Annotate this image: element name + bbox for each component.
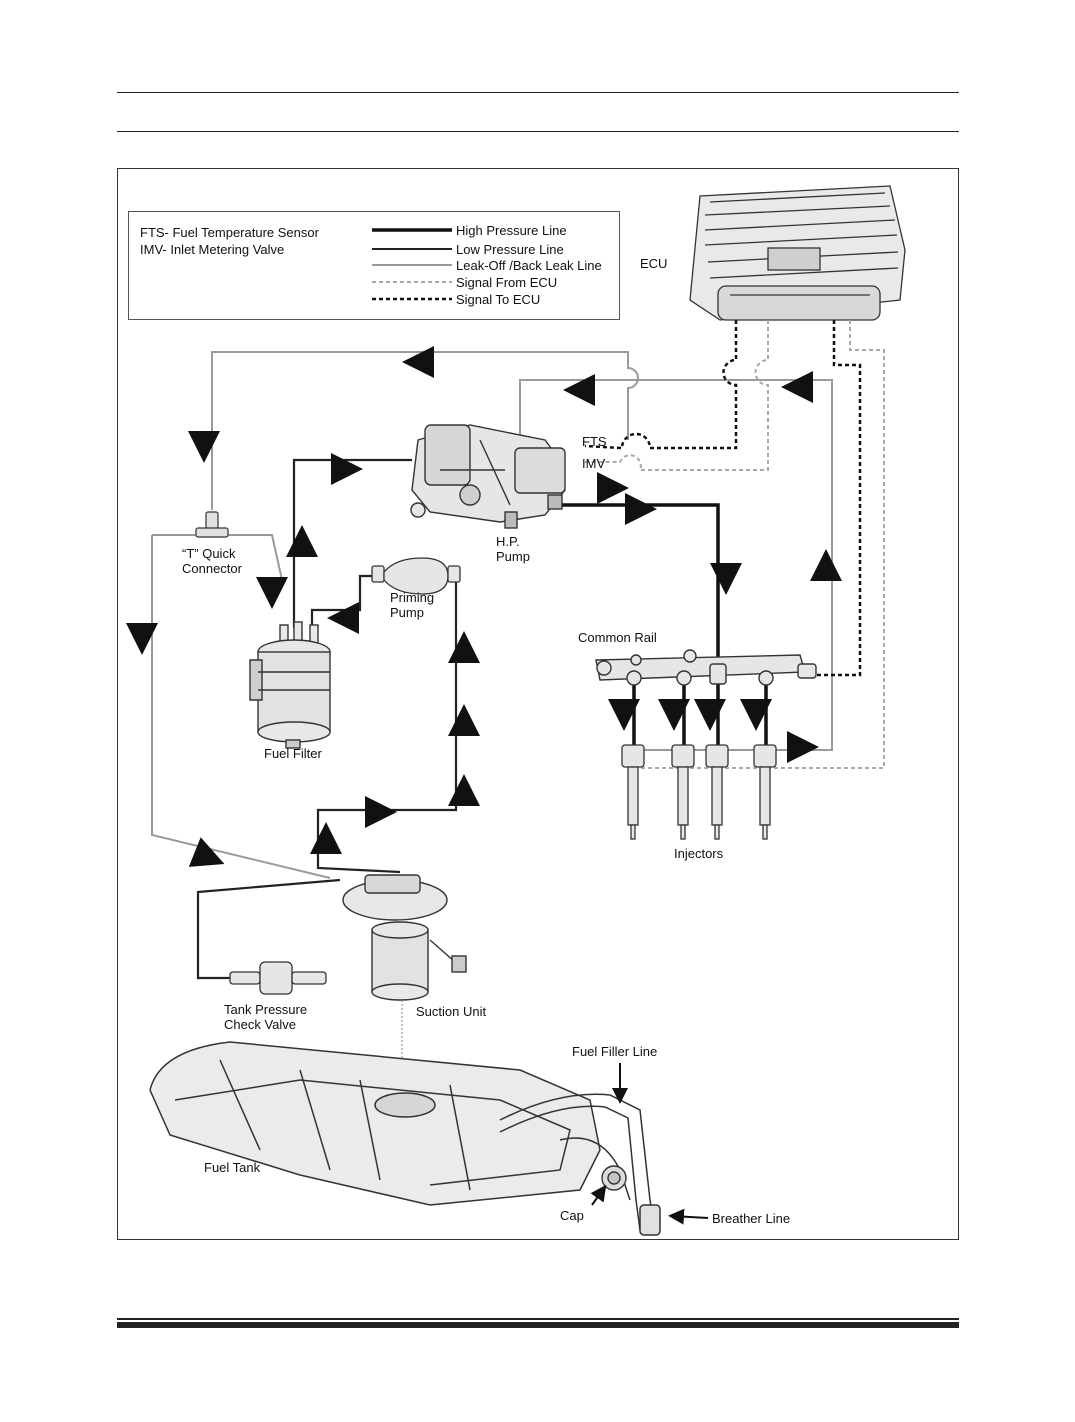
legend-abbr-fts: FTS- Fuel Temperature Sensor <box>140 225 319 240</box>
lp-priming-to-filter <box>310 574 376 628</box>
suction-unit <box>342 874 467 1001</box>
label-imv: IMV <box>582 456 606 471</box>
label-fts: FTS <box>582 434 607 449</box>
signal-from-ecu-lines <box>585 320 885 769</box>
diagram-frame <box>117 168 959 1240</box>
callout-arrows <box>590 1063 709 1225</box>
legend-leak-off-label: Leak-Off /Back Leak Line <box>456 258 602 273</box>
label-fuel-tank: Fuel Tank <box>204 1160 261 1175</box>
label-fuel-filter: Fuel Filter <box>264 746 322 761</box>
injector-1 <box>621 744 645 840</box>
footer-rule-thin <box>117 1318 959 1320</box>
legend-signal-to-label: Signal To ECU <box>456 292 541 307</box>
label-suction-unit: Suction Unit <box>416 1004 487 1019</box>
label-cap: Cap <box>560 1208 584 1223</box>
legend-box <box>128 211 620 320</box>
fuel-cap <box>601 1165 627 1191</box>
leak-pump-to-rail <box>519 379 833 751</box>
label-common-rail: Common Rail <box>578 630 657 645</box>
injectors <box>621 744 777 840</box>
footer-rule-thick <box>117 1322 959 1328</box>
flow-arrows <box>126 346 842 867</box>
lp-tank-to-check-valve <box>196 878 341 980</box>
priming-pump <box>371 557 461 595</box>
tank-pressure-check-valve <box>229 961 327 995</box>
t-quick-connector <box>195 511 229 538</box>
legend-samples <box>372 228 452 301</box>
legend-signal-from-label: Signal From ECU <box>456 275 558 290</box>
label-hp-pump: H.P. Pump <box>496 534 530 564</box>
header-rule-top <box>117 92 959 93</box>
legend-high-pressure-label: High Pressure Line <box>456 223 567 238</box>
legend-low-pressure-label: Low Pressure Line <box>456 242 564 257</box>
injector-4 <box>753 744 777 840</box>
injector-2 <box>671 744 695 840</box>
label-fuel-filler-line: Fuel Filler Line <box>572 1044 658 1059</box>
header-rule-bottom <box>117 131 959 132</box>
label-breather-line: Breather Line <box>712 1211 791 1226</box>
label-injectors: Injectors <box>674 846 724 861</box>
hp-pump-to-rail <box>560 503 720 665</box>
fuel-filter <box>249 621 331 749</box>
signal-to-ecu-lines <box>584 320 862 677</box>
lp-filter-to-pump <box>292 458 412 628</box>
legend-abbr-imv: IMV- Inlet Metering Valve <box>140 242 285 257</box>
label-tank-check-valve: Tank Pressure Check Valve <box>224 1002 308 1032</box>
label-priming-pump: Priming Pump <box>390 590 435 620</box>
label-t-quick-connector: “T” Quick Connector <box>182 546 242 576</box>
ecu-unit <box>689 185 906 321</box>
common-rail <box>595 649 817 686</box>
leak-return-top-loop <box>211 351 639 510</box>
lp-tank-to-priming <box>316 576 458 874</box>
fuel-tank <box>149 1041 601 1206</box>
hp-pump <box>410 424 566 529</box>
injector-3 <box>705 744 729 840</box>
label-ecu: ECU <box>640 256 668 271</box>
